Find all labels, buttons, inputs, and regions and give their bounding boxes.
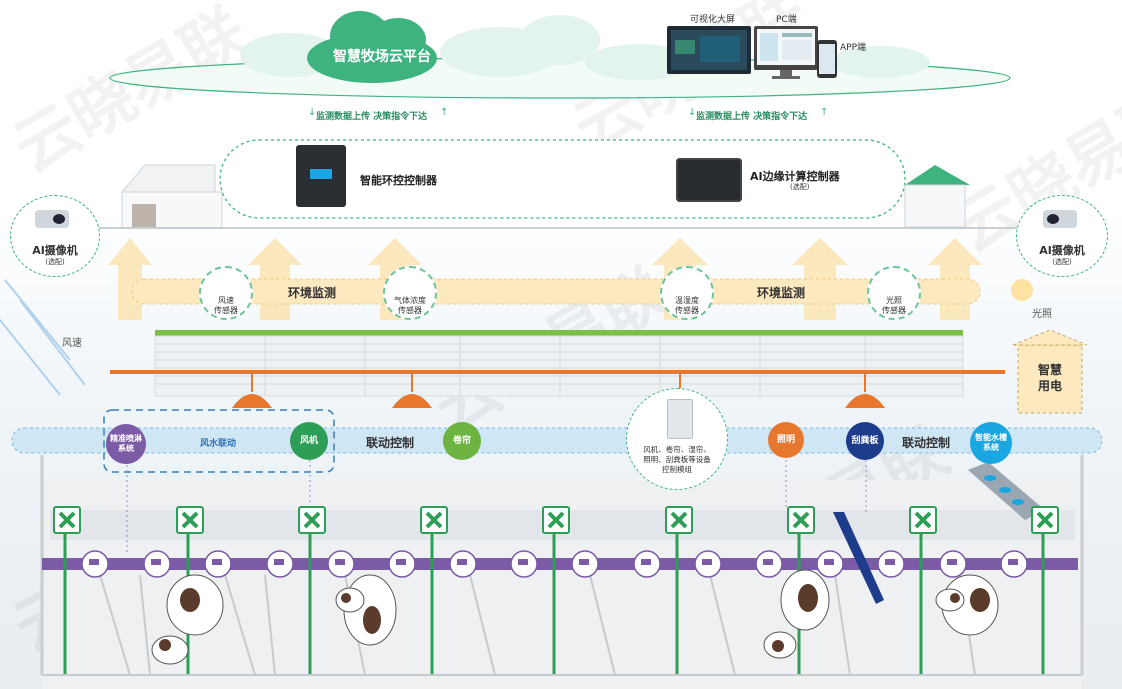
sun-icon [1011,279,1033,301]
spray-system-node: 精准喷淋系统 [106,424,146,464]
env-controller-label: 智能环控控制器 [360,174,437,187]
sensor-label: 风速传感器 [214,296,238,315]
camera-left-note: (选配) [45,258,65,266]
control-module-bubble: 风机、卷帘、湿帘、照明、刮粪板等设备控制模组 [626,388,728,490]
water-trough-node: 智能水槽系统 [970,422,1012,464]
uplink-arrow-up: ↑ [820,107,829,118]
main-cloud [307,11,437,83]
sensor-label: 光照传感器 [882,296,906,315]
stall-marker-icon [176,506,204,534]
stall-marker-icon [909,506,937,534]
camera-right-label: AI摄像机 [1039,244,1085,257]
stall-marker-icon [787,506,815,534]
pc-label: PC端 [776,15,797,25]
stall-marker-icon [298,506,326,534]
gas-sensor [383,266,437,320]
pc-icon [754,26,818,79]
big-screen-icon [667,26,751,74]
ai-edge-note: (选配) [790,183,810,191]
app-label: APP端 [840,43,867,53]
stall-marker-icon [53,506,81,534]
orange-pipe [110,370,1005,374]
light-sensor [867,266,921,320]
sensor-label: 温湿度传感器 [675,296,699,315]
fan-node: 风机 [290,422,328,460]
scraper-node: 刮粪板 [846,422,884,460]
uplink-arrow-up: ↑ [440,107,449,118]
wind-water-label: 风水联动 [200,439,237,449]
camera-left-label: AI摄像机 [32,244,78,257]
cloud-platform-label: 智慧牧场云平台 [333,49,431,65]
env-controller-icon [296,145,346,207]
uplink-label-left: 监测数据上传 决策指令下达 [316,112,428,122]
sensor-label: 气体浓度传感器 [394,296,426,315]
scraper-icon [833,512,884,604]
light-label: 光照 [1032,309,1052,320]
cow-illustrations [151,569,999,665]
control-module-icon [667,399,693,439]
camera-bubble-left: AI摄像机 (选配) [10,195,100,277]
stall-marker-icon [1031,506,1059,534]
louver-wall [154,335,964,397]
linkage-control-band [11,427,1103,454]
left-barn [120,164,223,229]
temp-humidity-sensor [660,266,714,320]
stall-marker-icon [542,506,570,534]
camera-bubble-right: AI摄像机 (选配) [1016,195,1108,277]
ai-edge-controller-icon [676,158,742,202]
uplink-label-right: 监测数据上传 决策指令下达 [696,112,808,122]
big-screen-label: 可视化大屏 [690,15,736,25]
wind-label: 风速 [62,338,82,349]
uplink-arrow-down: ↓ [308,107,317,118]
camera-icon [1043,210,1077,228]
wind-water-frame [103,409,335,473]
lighting-node: 照明 [768,422,804,458]
water-trough-icon [968,462,1045,520]
ai-edge-label: AI边缘计算控制器 [750,170,840,183]
power-label: 智慧用电 [1037,363,1062,393]
wind-speed-sensor [199,266,253,320]
curtain-node: 卷帘 [443,422,481,460]
control-band-label-right: 联动控制 [902,436,951,450]
stall-marker-icon [420,506,448,534]
right-barn [904,165,970,228]
env-band-label-left: 环境监测 [288,286,337,300]
uplink-arrow-down: ↓ [688,107,697,118]
env-monitor-band [131,278,981,305]
stall-marker-icon [665,506,693,534]
app-icon [817,40,837,78]
env-band-label-right: 环境监测 [757,286,806,300]
camera-icon [35,210,69,228]
wind-arrows [0,279,86,396]
control-band-label-left: 联动控制 [366,436,415,450]
green-roof-line [155,330,963,336]
camera-right-note: (选配) [1052,258,1072,266]
